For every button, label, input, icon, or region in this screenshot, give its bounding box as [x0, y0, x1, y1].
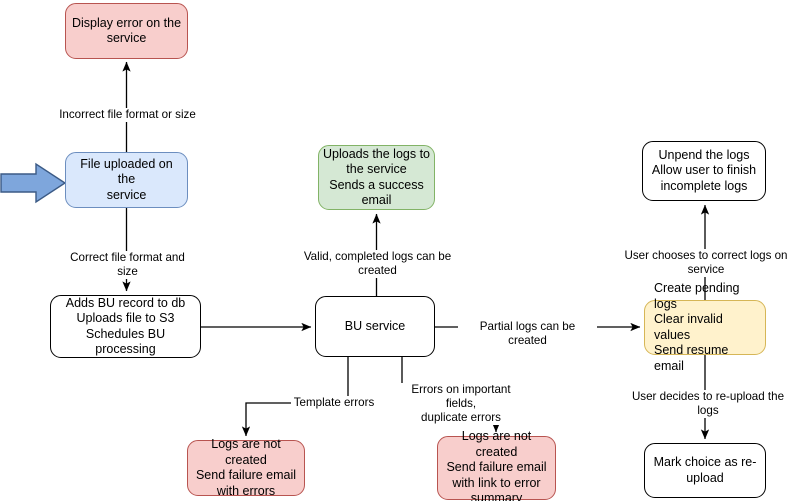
node-adds-bu-record[interactable]: Adds BU record to db Uploads file to S3 …	[50, 295, 201, 358]
node-create-pending-logs[interactable]: Create pending logs Clear invalid values…	[644, 281, 766, 373]
edge-label-user-decides-reupload: User decides to re-upload the logs	[620, 390, 796, 418]
edge-label-valid-logs: Valid, completed logs can be created	[284, 250, 471, 278]
node-file-uploaded[interactable]: File uploaded on the service	[65, 152, 188, 208]
node-logs-not-created-template[interactable]: Logs are not created Send failure email …	[187, 437, 305, 498]
node-logs-not-created-fields[interactable]: Logs are not created Send failure email …	[437, 429, 556, 501]
entry-block-arrow	[0, 162, 67, 204]
edge-label-template-errors: Template errors	[291, 396, 377, 410]
node-display-error[interactable]: Display error on the service	[65, 3, 188, 59]
edge-label-errors-important-fields: Errors on important fields, duplicate er…	[395, 383, 527, 425]
edge-label-partial-logs: Partial logs can be created	[458, 320, 597, 348]
node-uploads-logs[interactable]: Uploads the logs to the service Sends a …	[318, 145, 435, 210]
node-unpend-logs[interactable]: Unpend the logs Allow user to finish inc…	[642, 141, 766, 201]
node-mark-choice-reupload[interactable]: Mark choice as re- upload	[644, 443, 766, 498]
edge-label-correct-format: Correct file format and size	[57, 251, 198, 279]
edge-label-incorrect-format: Incorrect file format or size	[55, 108, 200, 122]
edge-label-user-chooses-correct: User chooses to correct logs on service	[607, 249, 801, 277]
node-bu-service[interactable]: BU service	[315, 296, 435, 357]
